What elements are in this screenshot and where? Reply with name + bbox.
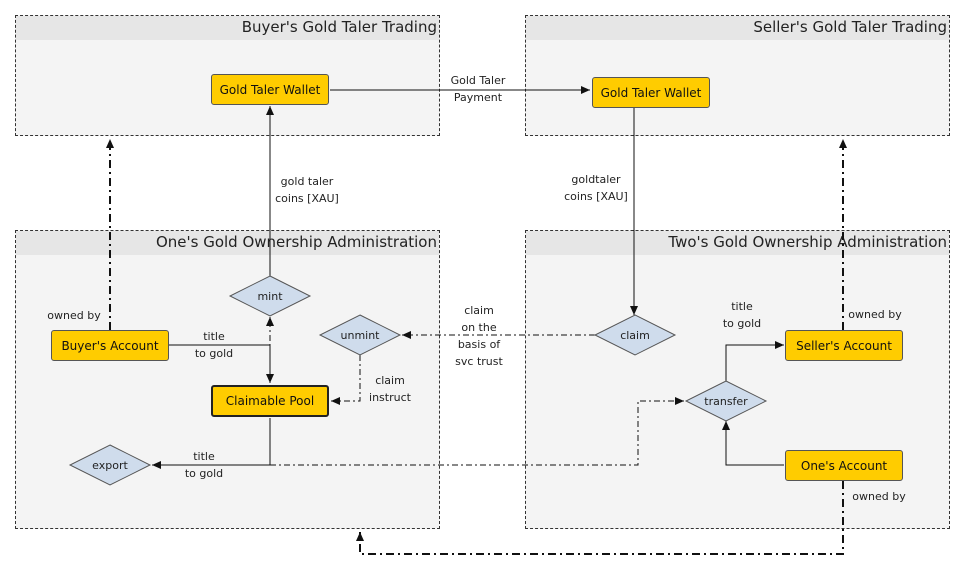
frame-title: Two's Gold Ownership Administration xyxy=(668,233,947,251)
owned-by-left-label: owned by xyxy=(47,309,101,322)
buyers-account-node: Buyer's Account xyxy=(51,330,169,361)
unmint-label: unmint xyxy=(341,329,381,342)
edge-ones-to-transfer xyxy=(722,421,784,466)
buyer-wallet-node: Gold Taler Wallet xyxy=(211,74,329,105)
frame-header xyxy=(526,16,949,40)
transfer-label: transfer xyxy=(704,395,748,408)
frame-title: Buyer's Gold Taler Trading xyxy=(241,18,437,36)
frame-header xyxy=(526,231,949,255)
ones-account-node: One's Account xyxy=(785,450,903,481)
unmint-diamond: unmint xyxy=(318,314,402,356)
owned-by-right-bottom-label: owned by xyxy=(852,490,906,503)
frame-header xyxy=(16,231,439,255)
seller-wallet-node: Gold Taler Wallet xyxy=(592,77,710,108)
edge-unmint-to-pool xyxy=(331,355,361,405)
claimable-pool-node: Claimable Pool xyxy=(211,385,329,417)
claim-label: claim xyxy=(620,329,650,342)
frame-title: One's Gold Ownership Administration xyxy=(155,233,437,251)
mint-diamond: mint xyxy=(228,275,312,317)
edge-owned-by-ones xyxy=(356,481,844,555)
transfer-diamond: transfer xyxy=(684,380,768,422)
claim-diamond: claim xyxy=(593,314,677,356)
sellers-account-node: Seller's Account xyxy=(785,330,903,361)
buyer-trading-frame: Buyer's Gold Taler Trading xyxy=(15,15,440,136)
edge-pool-to-transfer xyxy=(270,397,684,466)
export-label: export xyxy=(92,459,128,472)
frame-header xyxy=(16,16,439,40)
export-diamond: export xyxy=(68,444,152,486)
mint-label: mint xyxy=(257,290,283,303)
edge-transfer-to-seller xyxy=(725,341,784,381)
seller-trading-frame: Seller's Gold Taler Trading xyxy=(525,15,950,136)
one-admin-frame: One's Gold Ownership Administration xyxy=(15,230,440,529)
owned-by-right-top-label: owned by xyxy=(848,308,902,321)
frame-title: Seller's Gold Taler Trading xyxy=(753,18,947,36)
